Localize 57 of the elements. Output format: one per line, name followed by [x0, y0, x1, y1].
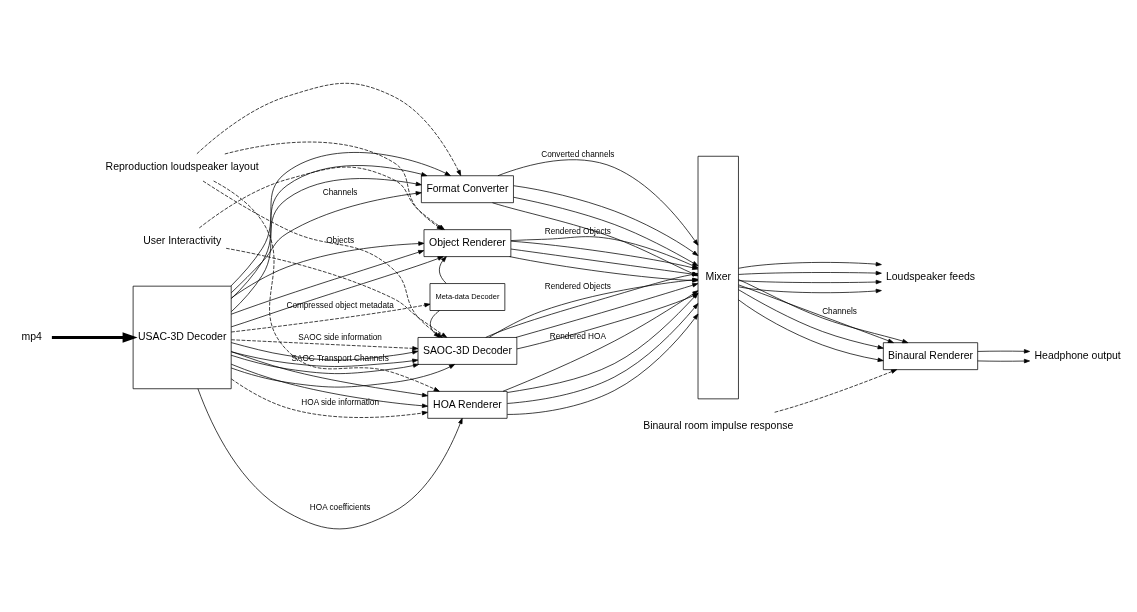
arrow [230, 165, 428, 300]
node-text: Headphone output [1034, 349, 1121, 361]
arrow [738, 299, 884, 362]
node-box: Format Converter [421, 175, 514, 204]
edge-label: HOA side information [301, 398, 379, 408]
node-box: Binaural Renderer [882, 342, 979, 371]
arrow [738, 284, 894, 343]
arrow [231, 339, 419, 351]
arrow [738, 279, 882, 285]
arrow [513, 185, 699, 256]
arrow [230, 178, 422, 313]
node-box: SAOC-3D Decoder [417, 337, 518, 365]
arrow [230, 250, 425, 315]
edge-label: Channels [822, 307, 857, 317]
arrow [230, 256, 444, 328]
arrow [230, 302, 431, 333]
arrow [230, 363, 429, 408]
arrow [506, 313, 699, 415]
node-box: USAC-3D Decoder [132, 285, 232, 390]
edge-label: Converted channels [541, 149, 615, 159]
arrow [51, 332, 138, 343]
arrow [774, 369, 898, 413]
arrow [506, 303, 699, 404]
arrow [977, 349, 1030, 354]
arrow [438, 256, 447, 284]
arrow [231, 241, 425, 299]
node-text: Loudspeaker feeds [885, 271, 976, 283]
node-text: User Interactivity [143, 235, 222, 247]
arrow [197, 388, 463, 530]
arrow [230, 351, 429, 398]
node-box: Mixer [697, 155, 739, 400]
arrow [230, 364, 455, 388]
edge-label: Channels [322, 188, 358, 198]
node-box: HOA Renderer [427, 391, 508, 419]
arrow [738, 279, 909, 344]
node-box: Object Renderer [423, 229, 512, 257]
arrow [230, 354, 419, 374]
arrow [231, 351, 419, 367]
arrow [230, 191, 422, 294]
arrow [230, 152, 451, 287]
node-box: Meta-data Decoder [429, 283, 506, 311]
arrow [497, 159, 699, 246]
arrow [977, 358, 1030, 364]
edge-label: Objects [326, 235, 355, 245]
node-text: Reproduction loudspeaker layout [105, 161, 259, 173]
arrow [230, 342, 419, 361]
arrow [738, 261, 882, 269]
arrow [738, 286, 882, 294]
node-text: mp4 [21, 331, 42, 343]
node-text: Binaural room impulse response [643, 419, 794, 431]
edge-label: HOA coefficients [309, 502, 371, 512]
edge-label: SAOC side information [298, 332, 382, 342]
arrow [738, 289, 884, 350]
arrow [196, 83, 462, 176]
arrow [738, 270, 882, 276]
edge-label: Rendered Objects [544, 282, 611, 292]
arrow [231, 378, 428, 418]
